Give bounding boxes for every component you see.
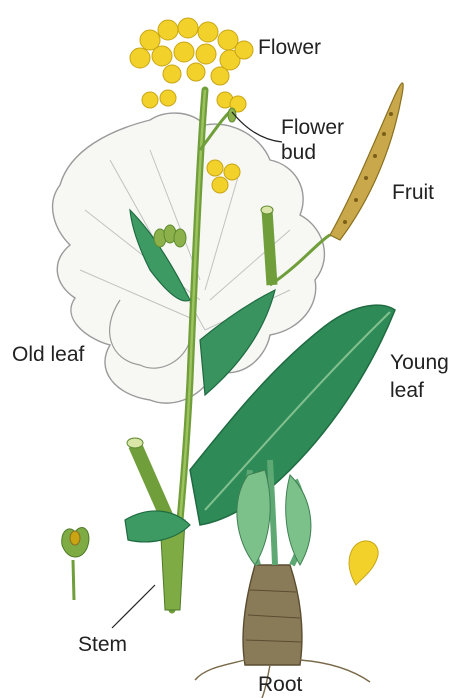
fruit-label: Fruit [392, 180, 434, 205]
flower-bud-label-line1: Flower [281, 115, 344, 140]
flower-label: Flower [258, 35, 321, 60]
root-label: Root [258, 672, 302, 697]
fruit-illustration [330, 83, 403, 240]
young-leaf-label-line1: Young [390, 350, 449, 375]
detached-bud-illustration [62, 528, 89, 600]
flower-bud-label-line2: bud [281, 140, 316, 165]
petal-illustration [349, 541, 378, 585]
stem-leader [112, 585, 155, 628]
stem-label: Stem [78, 632, 127, 657]
old-leaf-label: Old leaf [12, 342, 84, 367]
young-leaf-label-line2: leaf [390, 378, 424, 403]
